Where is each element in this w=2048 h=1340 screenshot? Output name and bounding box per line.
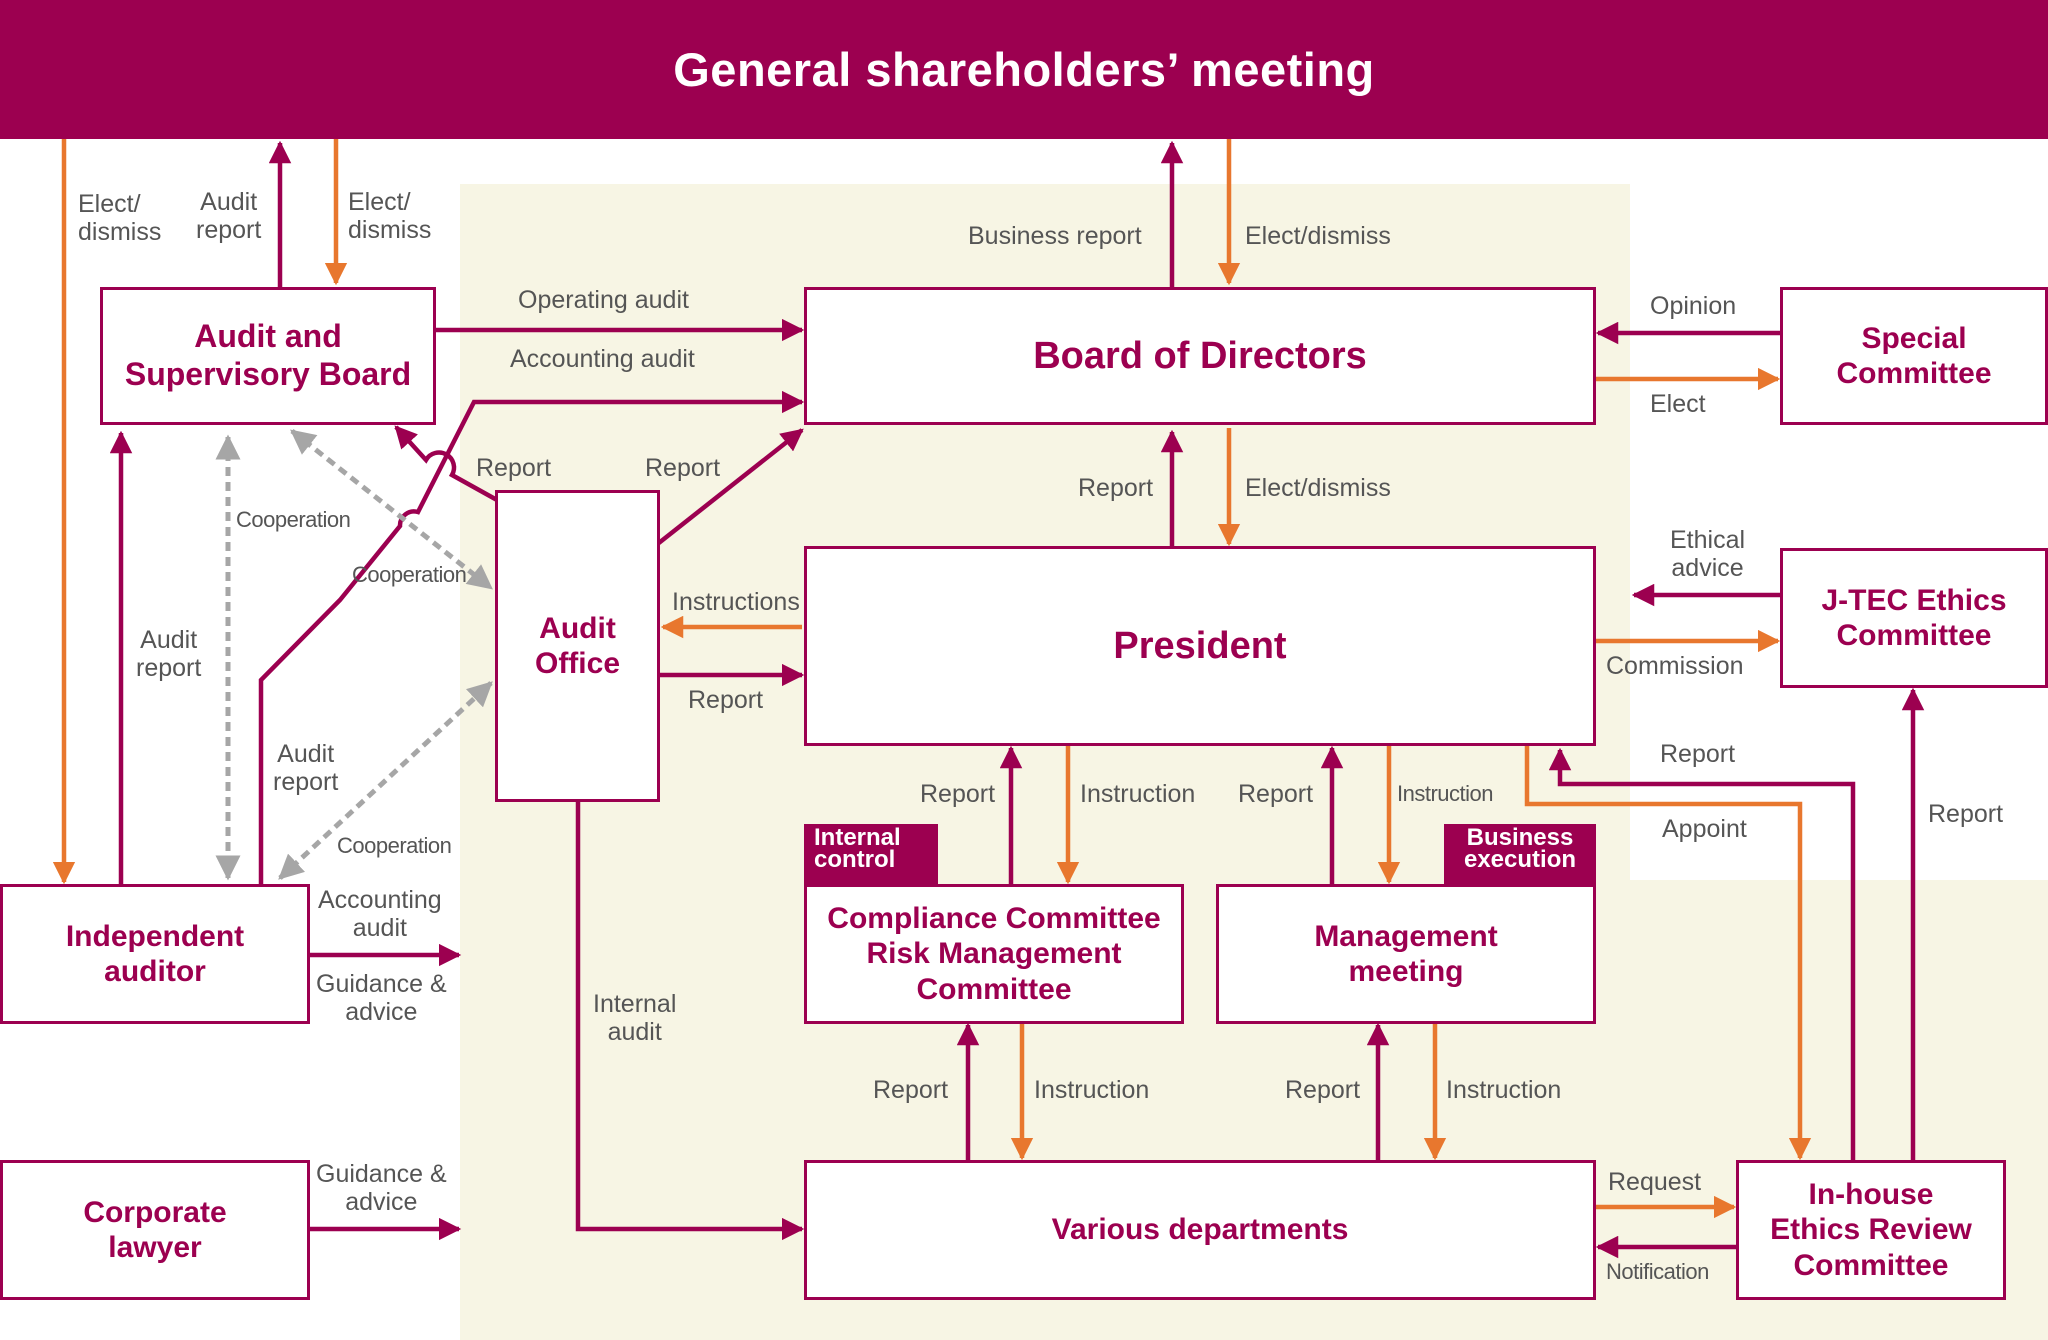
corporate-lawyer-box: Corporate lawyer	[0, 1160, 310, 1300]
label-report-pres-board: Report	[1078, 474, 1154, 502]
label-instruction-cc: Instruction	[1080, 780, 1196, 808]
board-of-directors-box: Board of Directors	[804, 287, 1596, 425]
label-cooperation-1: Cooperation	[236, 507, 351, 532]
label-audit-report-mid: Audit report	[273, 740, 339, 797]
dashed-cooperation-ia-ao	[278, 681, 493, 880]
label-report-ao-pres: Report	[688, 686, 764, 714]
dashed-cooperation-asb-ao	[290, 429, 493, 590]
label-instruction-mm-dept: Instruction	[1446, 1076, 1562, 1104]
label-elect-special: Elect	[1650, 390, 1706, 418]
label-elect-dismiss-pres: Elect/dismiss	[1245, 474, 1391, 502]
label-elect-dismiss-board: Elect/dismiss	[1245, 222, 1391, 250]
label-accounting-audit: Accounting audit	[510, 345, 695, 373]
label-instruction-mm: Instruction	[1397, 781, 1494, 806]
management-meeting-box: Management meeting	[1216, 884, 1596, 1024]
label-elect-dismiss-left: Elect/ dismiss	[78, 190, 162, 247]
label-appoint: Appoint	[1662, 815, 1747, 843]
label-audit-report-top: Audit report	[196, 188, 262, 245]
jtec-ethics-committee-box: J-TEC Ethics Committee	[1780, 548, 2048, 688]
various-departments-box: Various departments	[804, 1160, 1596, 1300]
arrow-report-ao-board	[653, 428, 804, 548]
label-report-ao-asb: Report	[476, 454, 552, 482]
label-report-mm-pres: Report	[1238, 780, 1314, 808]
compliance-risk-committee-box: Compliance Committee Risk Management Com…	[804, 884, 1184, 1024]
president-box: President	[804, 546, 1596, 746]
business-execution-tag: Business execution	[1444, 824, 1596, 884]
label-report-dept-mm: Report	[1285, 1076, 1361, 1104]
label-ethical-advice: Ethical advice	[1670, 526, 1746, 583]
arrow-internal-audit	[575, 802, 805, 1241]
audit-office-box: Audit Office	[495, 490, 660, 802]
arrow-report-inhouse-pres	[1548, 747, 1856, 1162]
label-commission: Commission	[1606, 652, 1744, 680]
shaded-panel	[460, 184, 2048, 1340]
independent-auditor-box: Independent auditor	[0, 884, 310, 1024]
arrow-appoint	[1524, 744, 1812, 1161]
label-instructions: Instructions	[672, 588, 800, 616]
label-instruction-cc-dept: Instruction	[1034, 1076, 1150, 1104]
label-elect-dismiss-asb: Elect/ dismiss	[348, 188, 432, 245]
label-guidance-ia: Guidance & advice	[316, 970, 447, 1027]
internal-control-tag: Internal control	[804, 824, 938, 884]
label-cooperation-3: Cooperation	[337, 833, 452, 858]
special-committee-box: Special Committee	[1780, 287, 2048, 425]
label-notification: Notification	[1606, 1259, 1709, 1284]
label-request: Request	[1608, 1168, 1702, 1196]
label-report-inhouse-pres: Report	[1660, 740, 1736, 768]
label-opinion: Opinion	[1650, 292, 1737, 320]
label-report-dept-cc: Report	[873, 1076, 949, 1104]
shareholders-meeting-header: General shareholders’ meeting	[0, 0, 2048, 139]
label-report-ao-board: Report	[645, 454, 721, 482]
label-guidance-lawyer: Guidance & advice	[316, 1160, 447, 1217]
label-internal-audit: Internal audit	[593, 990, 677, 1047]
label-report-cc-pres: Report	[920, 780, 996, 808]
label-accounting-audit-ia: Accounting audit	[318, 886, 442, 943]
audit-supervisory-board-box: Audit and Supervisory Board	[100, 287, 436, 425]
inhouse-ethics-review-committee-box: In-house Ethics Review Committee	[1736, 1160, 2006, 1300]
label-business-report: Business report	[968, 222, 1142, 250]
label-report-inhouse-jtec: Report	[1928, 800, 2004, 828]
label-cooperation-2: Cooperation	[352, 562, 467, 587]
label-audit-report-ia: Audit report	[136, 626, 202, 683]
label-operating-audit: Operating audit	[518, 286, 689, 314]
